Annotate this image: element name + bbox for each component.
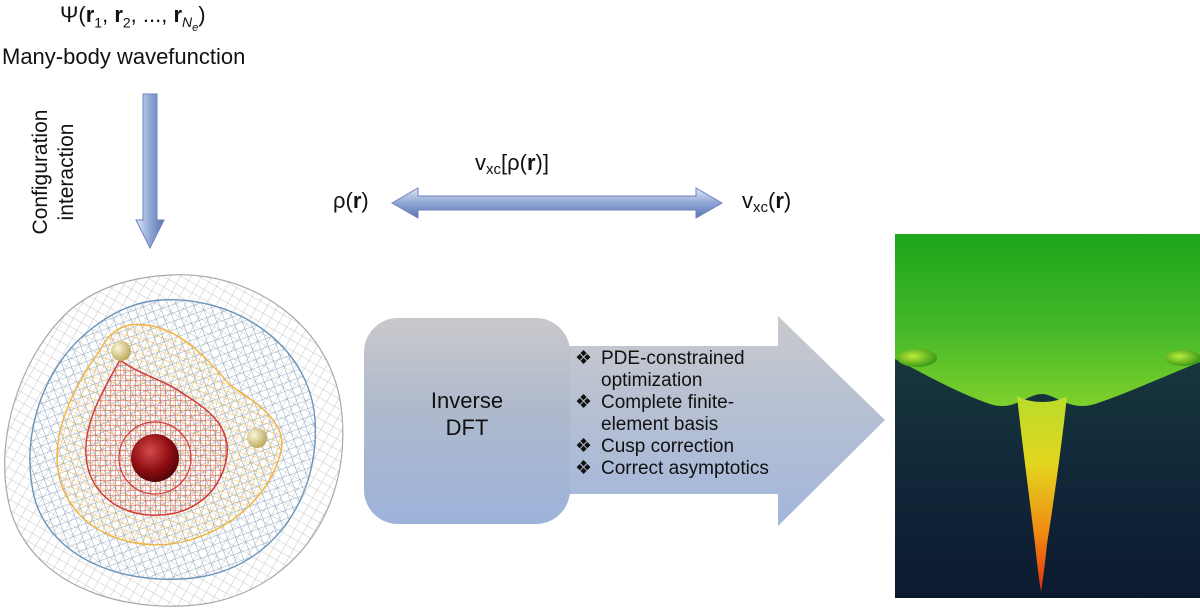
wavefunction-subtitle: Many-body wavefunction xyxy=(2,44,246,69)
functional-label: vxc[ρ(r)] xyxy=(475,150,549,178)
oxygen-core xyxy=(131,434,179,482)
electron-density-mesh xyxy=(4,274,344,607)
diamond-bullet-icon: ❖ xyxy=(575,392,593,413)
inverse-dft-arrow xyxy=(560,316,885,526)
potential-label: vxc(r) xyxy=(742,188,792,216)
feature-item: ❖ Complete finite-element basis xyxy=(575,392,735,435)
diamond-bullet-icon: ❖ xyxy=(575,436,593,457)
hydrogen-atom-1 xyxy=(111,341,131,361)
hydrogen-atom-2 xyxy=(247,428,267,448)
diamond-bullet-icon: ❖ xyxy=(575,348,593,369)
density-potential-double-arrow xyxy=(390,187,724,219)
nuclear-cusp-spike xyxy=(1017,396,1067,592)
density-label: ρ(r) xyxy=(333,188,369,213)
hydrogen-well-right xyxy=(1165,350,1200,366)
inverse-dft-label: Inverse DFT xyxy=(430,388,504,440)
diamond-bullet-icon: ❖ xyxy=(575,458,593,479)
wavefunction-formula: Ψ(r1, r2, ..., rNe) xyxy=(60,2,206,35)
potential-sheet xyxy=(895,234,1200,407)
xc-potential-surface xyxy=(895,234,1200,598)
configuration-interaction-label: Configuration interaction xyxy=(29,109,78,235)
hydrogen-well-left xyxy=(897,349,937,367)
feature-item: ❖ Cusp correction xyxy=(575,436,735,457)
configuration-interaction-arrow xyxy=(135,93,165,250)
inverse-dft-box xyxy=(364,318,570,524)
feature-item: ❖ Correct asymptotics xyxy=(575,458,769,479)
